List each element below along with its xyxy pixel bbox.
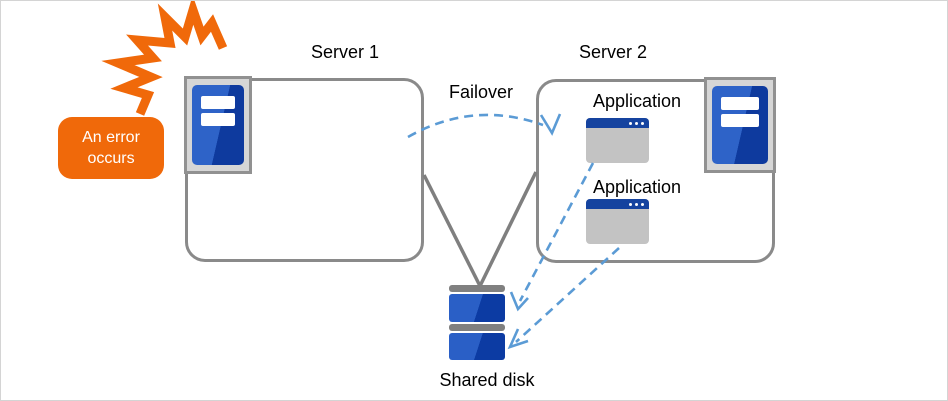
- application-window-icon: [586, 118, 649, 163]
- server-tower-icon: [192, 85, 244, 165]
- server2-tower-icon: [704, 77, 776, 173]
- shared-disk-icon: [449, 324, 505, 331]
- tower-slot: [201, 113, 235, 126]
- application2-label: Application: [592, 177, 682, 197]
- window-titlebar: [586, 199, 649, 209]
- shared-disk-icon: [449, 285, 505, 292]
- shared-disk-icon: [449, 294, 505, 322]
- application1-label: Application: [592, 91, 682, 111]
- window-buttons-icon: [629, 121, 644, 125]
- tower-slot: [721, 97, 759, 110]
- server2-disk-line: [478, 171, 538, 287]
- window-buttons-icon: [629, 202, 644, 206]
- failover-label: Failover: [448, 82, 514, 102]
- error-callout: An error occurs: [58, 117, 164, 179]
- tower-slot: [721, 114, 759, 127]
- window-titlebar: [586, 118, 649, 128]
- application-window-icon: [586, 199, 649, 244]
- server1-label: Server 1: [310, 42, 380, 62]
- tower-slot: [201, 96, 235, 109]
- server-tower-icon: [712, 86, 768, 164]
- server1-disk-line: [422, 174, 482, 287]
- server1-tower-icon: [184, 76, 252, 174]
- shared-disk-icon: [449, 333, 505, 360]
- server2-label: Server 2: [578, 42, 648, 62]
- shared-disk-label: Shared disk: [439, 370, 535, 390]
